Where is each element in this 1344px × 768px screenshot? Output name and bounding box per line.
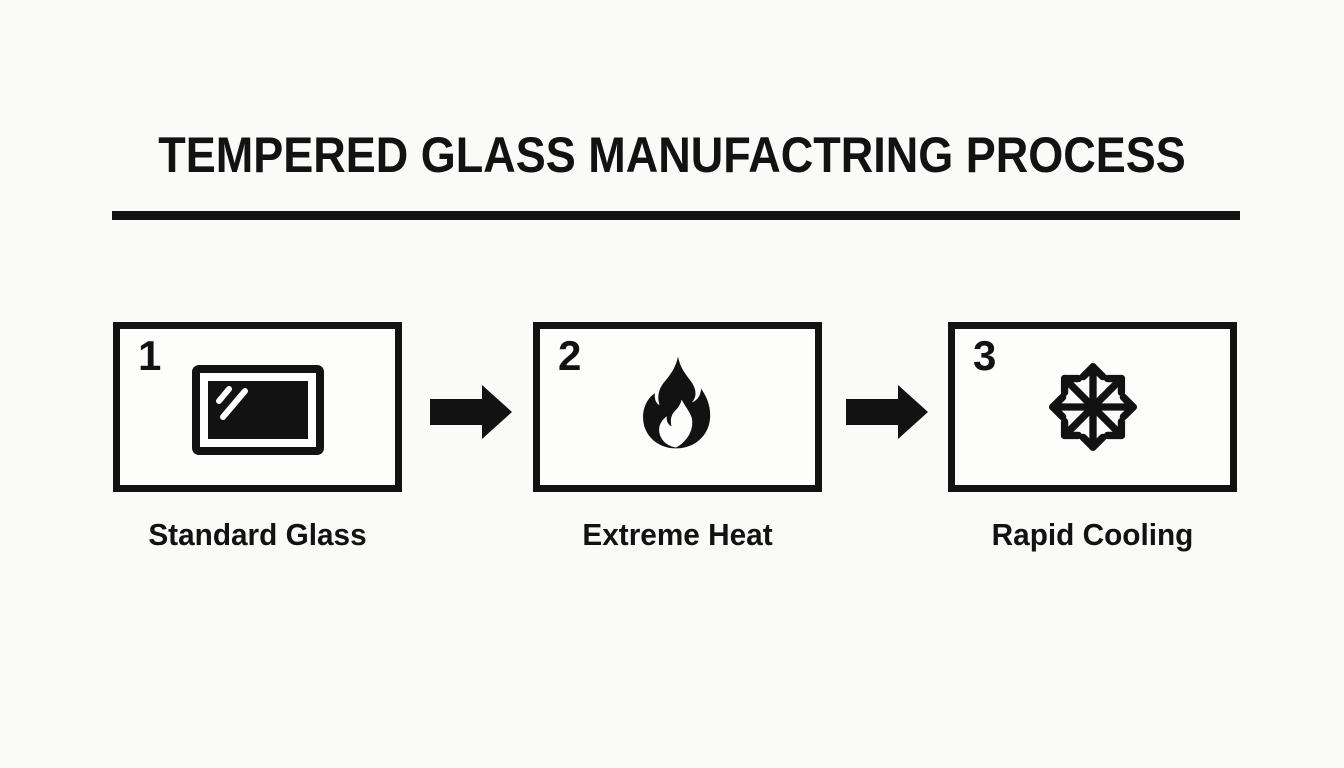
step-number: 2 <box>558 332 582 379</box>
step-label-standard-glass: Standard Glass <box>148 517 367 552</box>
flame-icon <box>632 356 724 458</box>
step-label-rapid-cooling: Rapid Cooling <box>991 517 1194 552</box>
step-box-extreme-heat: 2 <box>533 322 822 492</box>
title-divider <box>112 211 1240 220</box>
arrow-head <box>898 385 928 439</box>
step-box-standard-glass: 1 <box>113 322 402 492</box>
arrow-right-icon <box>430 385 512 439</box>
page-title: TEMPERED GLASS MANUFACTRING PROCESS <box>158 127 1186 183</box>
arrow-right-icon <box>846 385 928 439</box>
arrow-head <box>482 385 512 439</box>
step-label-extreme-heat: Extreme Heat <box>582 517 773 552</box>
glass-pane-icon <box>191 364 325 456</box>
arrow-shaft <box>430 399 482 425</box>
arrow-shaft <box>846 399 898 425</box>
step-number: 3 <box>973 332 997 379</box>
step-number: 1 <box>138 332 162 379</box>
snowflake-icon <box>1044 358 1142 456</box>
step-box-rapid-cooling: 3 <box>948 322 1237 492</box>
